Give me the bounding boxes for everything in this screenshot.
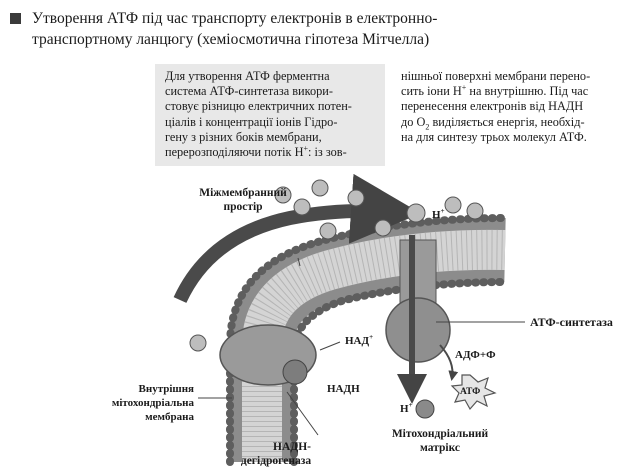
label-intermembrane-2: простір — [223, 201, 262, 213]
body-fragment: виділяється енергія, необхід- — [429, 114, 585, 129]
proton-sphere — [311, 179, 329, 197]
label-intermembrane: Міжмембранний — [199, 187, 287, 199]
proton-sphere — [319, 222, 337, 240]
body-fragment: перерозподіляючи потік Н — [165, 145, 304, 160]
proton-sphere-top — [406, 203, 426, 223]
proton-sphere-bottom — [415, 399, 435, 419]
label-matrix-2: матрікс — [420, 442, 460, 454]
body-line: перерозподіляючи потік Н+: із зов- — [165, 143, 375, 160]
text-box-background — [155, 64, 385, 166]
body-fragment: до О — [401, 114, 426, 129]
section-heading: Утворення АТФ під час транспорту електро… — [10, 8, 630, 50]
leader-line — [297, 257, 301, 267]
label-atp: АТФ — [460, 387, 480, 397]
body-line: ціалів і концентрації іонів Гідро- — [165, 114, 338, 129]
label-atp-synthase: АТФ-синтетаза — [530, 315, 613, 329]
body-line: стовує різницю електричних потен- — [165, 99, 352, 114]
body-fragment: : із зов- — [308, 145, 347, 160]
proton-sphere — [347, 189, 365, 207]
nadh-substrate-circle — [282, 359, 308, 385]
proton-sphere — [444, 196, 462, 214]
label-matrix-1: Мітохондріальний — [392, 428, 489, 440]
body-line: Для утворення АТФ ферментна — [165, 69, 330, 83]
proton-sphere — [374, 219, 392, 237]
atp-star-icon — [450, 374, 497, 411]
body-line: перенесення електронів від НАДН — [401, 99, 584, 114]
body-text-column-2: нішньої поверхні мембрани перено- сить і… — [401, 69, 623, 145]
superscript: + — [461, 83, 467, 93]
label-adp-f: АДФ+Ф — [455, 349, 496, 361]
leader-line — [319, 341, 341, 351]
proton-sphere-left — [189, 334, 207, 352]
body-fragment: сить іони Н — [401, 84, 462, 99]
label-h-plus-bottom: Н+ — [400, 401, 413, 415]
body-line: до О2 виділяється енергія, необхід- — [401, 114, 623, 132]
label-nadh: НАДН — [327, 383, 360, 395]
heading-line-2: транспортному ланцюгу (хеміосмотична гіп… — [32, 31, 430, 48]
leader-line — [286, 391, 319, 436]
body-line: на для синтезу трьох молекул АТФ. — [401, 129, 587, 144]
heading-bullet-icon — [10, 13, 21, 24]
body-line: нішньої поверхні мембрани перено- — [401, 69, 591, 83]
body-line: система АТФ-синтетаза викори- — [165, 84, 333, 99]
body-line: сить іони Н+ на внутрішню. Під час — [401, 84, 623, 99]
atp-synthase-head — [385, 297, 451, 363]
membrane-heads-outer — [226, 214, 509, 466]
body-line: гену з різних боків мембрани, — [165, 129, 322, 144]
label-inner-membrane-1: Внутрішня — [139, 383, 195, 395]
membrane-lipid-stripes — [242, 229, 506, 462]
label-nadh-dehydrogenase-2: дегідрогеназа — [241, 455, 311, 467]
label-inner-membrane-2: мітохондріальна — [112, 397, 195, 409]
label-h-plus-top: Н+ — [432, 207, 445, 221]
label-nadh-dehydrogenase-1: НАДН- — [273, 441, 311, 453]
proton-sphere — [466, 202, 484, 220]
heading-line-1: Утворення АТФ під час транспорту електро… — [32, 10, 438, 27]
proton-sphere — [293, 198, 311, 216]
subscript: 2 — [425, 122, 430, 132]
superscript: + — [303, 143, 308, 153]
label-nad-plus: НАД+ — [345, 333, 373, 347]
label-inner-membrane-3: мембрана — [145, 411, 194, 423]
proton-sphere — [274, 186, 292, 204]
proton-flow-arrow — [173, 173, 421, 304]
body-fragment: на внутрішню. Під час — [466, 84, 589, 99]
adp-to-atp-arrow — [439, 344, 459, 381]
body-text-column-1: Для утворення АТФ ферментна система АТФ-… — [165, 69, 375, 160]
